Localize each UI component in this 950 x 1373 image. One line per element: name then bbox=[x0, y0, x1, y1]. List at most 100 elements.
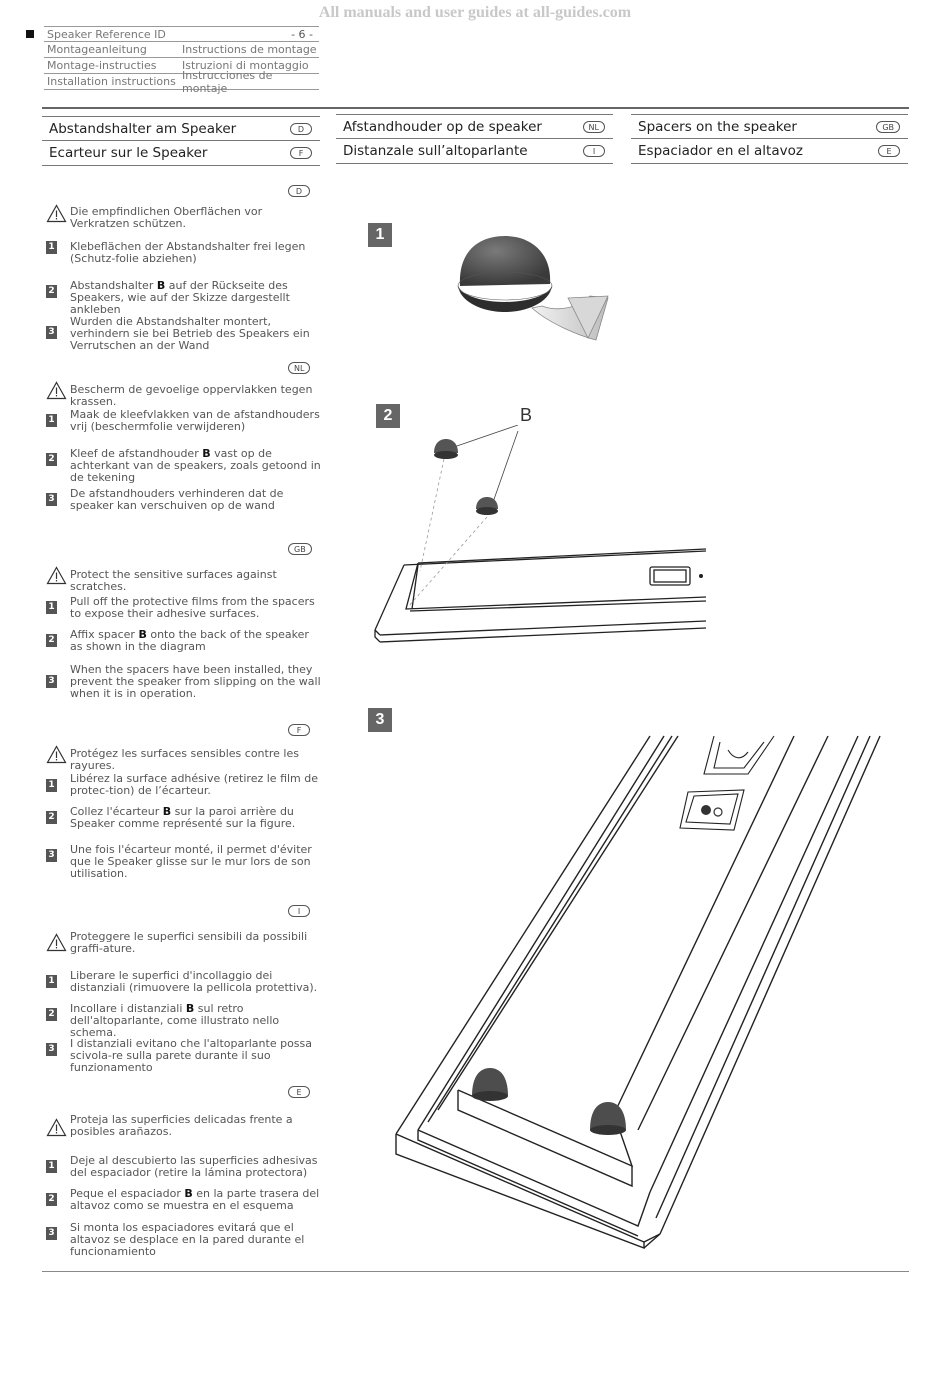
warning-text: Proteggere le superfici sensibili da pos… bbox=[70, 930, 308, 955]
step-number: 3 bbox=[46, 849, 57, 862]
step-item: 2 Abstandshalter B auf der Rückseite des… bbox=[46, 280, 321, 316]
step-text: Maak de kleefvlakken van de afstandhoude… bbox=[70, 408, 320, 433]
step-number: 2 bbox=[46, 285, 57, 298]
step-text: Incollare i distanziali B sul retro dell… bbox=[70, 1002, 280, 1039]
section-lang-badge: NL bbox=[288, 362, 311, 374]
warning-icon bbox=[46, 566, 67, 585]
step-number: 1 bbox=[46, 241, 57, 254]
bottom-rule bbox=[42, 1271, 909, 1272]
step-text: Affix spacer B onto the back of the spea… bbox=[70, 628, 309, 653]
bullet-square bbox=[26, 30, 34, 38]
step-item: 2 Incollare i distanziali B sul retro de… bbox=[46, 1003, 321, 1039]
step-text: Klebeflächen der Abstandshalter frei leg… bbox=[70, 240, 306, 265]
header-row: Montageanleitung Instructions de montage bbox=[44, 42, 319, 58]
section-lang-badge: E bbox=[288, 1086, 310, 1098]
step-item: 3 De afstandhouders verhinderen dat de s… bbox=[46, 488, 321, 512]
step-item: 1 Liberare le superfici d'incollaggio de… bbox=[46, 970, 321, 994]
step-number: 3 bbox=[46, 1043, 57, 1056]
step-item: 1 Deje al descubierto las superficies ad… bbox=[46, 1155, 321, 1179]
step-item: 1 Maak de kleefvlakken van de afstandhou… bbox=[46, 409, 321, 433]
header-cell: Installation instructions bbox=[47, 75, 176, 88]
figure-number: 2 bbox=[376, 404, 400, 428]
speaker-back-closeup-illustration bbox=[395, 735, 881, 1250]
header-cell: Montage-instructies bbox=[47, 59, 157, 72]
step-number: 2 bbox=[46, 634, 57, 647]
step-text: Abstandshalter B auf der Rückseite des S… bbox=[70, 279, 290, 316]
title-block-col1: Abstandshalter am Speaker D Ecarteur sur… bbox=[42, 116, 320, 166]
step-text: Peque el espaciador B en la parte traser… bbox=[70, 1187, 320, 1212]
warning-icon bbox=[46, 1118, 67, 1137]
warning-icon bbox=[46, 745, 67, 764]
title-text: Afstandhouder op de speaker bbox=[343, 118, 542, 135]
step-item: 3 Wurden die Abstandshalter montert, ver… bbox=[46, 316, 321, 352]
step-text: Wurden die Abstandshalter montert, verhi… bbox=[70, 315, 310, 352]
step-text: Libérez la surface adhésive (retirez le … bbox=[70, 772, 319, 797]
warning-item: Proteggere le superfici sensibili da pos… bbox=[46, 931, 321, 955]
step-item: 3 Une fois l'écarteur monté, il permet d… bbox=[46, 844, 321, 880]
warning-text: Protect the sensitive surfaces against s… bbox=[70, 568, 277, 593]
warning-icon bbox=[46, 204, 67, 223]
step-number: 1 bbox=[46, 779, 57, 792]
title-text: Ecarteur sur le Speaker bbox=[49, 145, 208, 161]
warning-text: Protégez les surfaces sensibles contre l… bbox=[70, 747, 299, 772]
lang-badge: I bbox=[583, 145, 605, 157]
step-item: 2 Kleef de afstandhouder B vast op de ac… bbox=[46, 448, 321, 484]
page-number: - 6 - bbox=[291, 27, 313, 41]
step-text: De afstandhouders verhinderen dat de spe… bbox=[70, 487, 284, 512]
warning-item: Die empfindlichen Oberflächen vor Verkra… bbox=[46, 204, 321, 230]
step-text: Liberare le superfici d'incollaggio dei … bbox=[70, 969, 318, 994]
step-text: Deje al descubierto las superficies adhe… bbox=[70, 1154, 318, 1179]
title-text: Distanzale sull’altoparlante bbox=[343, 143, 528, 159]
warning-item: Protégez les surfaces sensibles contre l… bbox=[46, 745, 321, 772]
warning-icon bbox=[46, 381, 67, 400]
top-rule bbox=[42, 107, 909, 109]
header-table: Speaker Reference ID - 6 - Montageanleit… bbox=[44, 26, 319, 95]
step-item: 2 Peque el espaciador B en la parte tras… bbox=[46, 1188, 321, 1212]
title-row: Distanzale sull’altoparlante I bbox=[336, 139, 613, 164]
header-row: Montage-instructies Istruzioni di montag… bbox=[44, 58, 319, 74]
step-number: 1 bbox=[46, 414, 57, 427]
speaker-spacer-placement-illustration bbox=[374, 425, 707, 643]
step-number: 1 bbox=[46, 1160, 57, 1173]
step-item: 1 Klebeflächen der Abstandshalter frei l… bbox=[46, 241, 321, 265]
title-row: Afstandhouder op de speaker NL bbox=[336, 114, 613, 139]
title-row: Spacers on the speaker GB bbox=[631, 114, 908, 139]
step-item: 3 When the spacers have been installed, … bbox=[46, 664, 321, 700]
title-text: Abstandshalter am Speaker bbox=[49, 120, 237, 137]
lang-badge: F bbox=[290, 147, 312, 159]
step-text: Une fois l'écarteur monté, il permet d'é… bbox=[70, 843, 312, 880]
step-text: Collez l'écarteur B sur la paroi arrière… bbox=[70, 805, 296, 830]
watermark: All manuals and user guides at all-guide… bbox=[318, 4, 632, 21]
title-block-col3: Spacers on the speaker GB Espaciador en … bbox=[631, 114, 908, 164]
section-lang-badge: D bbox=[288, 185, 310, 197]
step-number: 3 bbox=[46, 1227, 57, 1240]
warning-text: Proteja las superficies delicadas frente… bbox=[70, 1113, 293, 1138]
header-cell: Istruzioni di montaggio bbox=[182, 59, 309, 72]
step-text: I distanziali evitano che l'altoparlante… bbox=[70, 1037, 313, 1074]
step-number: 2 bbox=[46, 453, 57, 466]
step-number: 3 bbox=[46, 675, 57, 688]
warning-text: Die empfindlichen Oberflächen vor Verkra… bbox=[70, 205, 263, 230]
step-text: When the spacers have been installed, th… bbox=[70, 663, 321, 700]
warning-item: Protect the sensitive surfaces against s… bbox=[46, 566, 321, 593]
header-row: Installation instructions Instrucciones … bbox=[44, 69, 319, 95]
step-item: 2 Affix spacer B onto the back of the sp… bbox=[46, 629, 321, 653]
reference-id: Speaker Reference ID bbox=[47, 27, 166, 41]
warning-text: Bescherm de gevoelige oppervlakken tegen… bbox=[70, 383, 313, 408]
step-item: 2 Collez l'écarteur B sur la paroi arriè… bbox=[46, 806, 321, 830]
step-text: Si monta los espaciadores evitará que el… bbox=[70, 1221, 305, 1258]
title-row: Espaciador en el altavoz E bbox=[631, 139, 908, 164]
lang-badge: NL bbox=[582, 120, 605, 133]
title-text: Espaciador en el altavoz bbox=[638, 143, 803, 159]
section-lang-badge: F bbox=[288, 724, 310, 736]
section-lang-badge: I bbox=[288, 905, 310, 917]
warning-icon bbox=[46, 933, 67, 952]
figure-number: 1 bbox=[368, 223, 392, 247]
step-number: 2 bbox=[46, 1193, 57, 1206]
spacer-label: B bbox=[520, 405, 533, 425]
step-number: 2 bbox=[46, 1008, 57, 1021]
warning-item: Bescherm de gevoelige oppervlakken tegen… bbox=[46, 381, 321, 408]
title-text: Spacers on the speaker bbox=[638, 118, 797, 135]
step-number: 2 bbox=[46, 811, 57, 824]
lang-badge: D bbox=[290, 122, 312, 135]
